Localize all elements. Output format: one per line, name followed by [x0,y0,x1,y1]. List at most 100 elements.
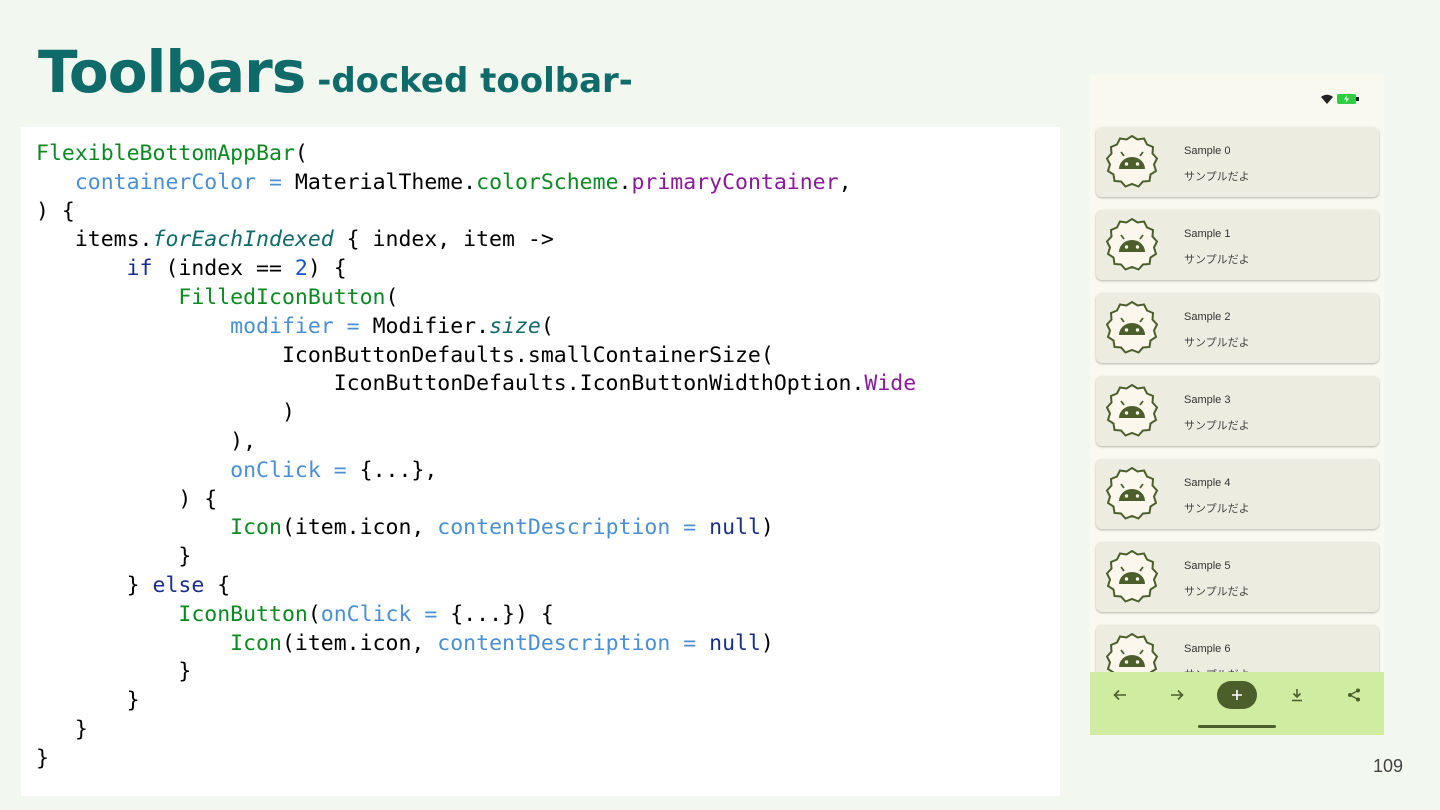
wifi-icon [1321,94,1333,104]
code-line: } [36,658,1060,687]
share-icon [1348,688,1360,702]
code-token: IconButtonDefaults.smallContainerSize( [36,342,774,368]
code-token: onClick [230,457,321,483]
code-token: size [489,313,541,339]
code-token: } [36,688,140,714]
code-token: . [618,169,632,195]
code-line: Icon(item.icon, contentDescription = nul… [36,630,1060,659]
code-token: {...}, [359,457,438,483]
android-badge-icon [1103,133,1161,191]
code-token: MaterialTheme. [294,169,477,195]
code-line: ) { [36,198,1060,227]
gesture-nav-handle[interactable] [1198,725,1276,728]
card-title: Sample 6 [1184,643,1231,655]
code-token: ) [36,400,295,426]
code-line: onClick = {...}, [36,457,1060,486]
code-token: ) { [307,256,347,282]
forward-button[interactable] [1162,680,1192,710]
code-line: FilledIconButton( [36,284,1060,313]
back-button[interactable] [1105,680,1135,710]
code-token: null [709,630,761,656]
arrow-back-icon [1113,689,1126,701]
share-button[interactable] [1339,680,1369,710]
card-title: Sample 5 [1184,560,1231,572]
android-badge-icon [1103,299,1161,357]
card-subtitle: サンプルだよ [1184,585,1250,598]
code-token: modifier [230,313,334,339]
code-token: items. [36,227,153,253]
code-line: ), [36,428,1060,457]
code-token: = [670,630,710,656]
code-token: = [320,457,360,483]
code-token: ), [36,428,257,454]
code-token [36,314,230,339]
download-icon [1292,689,1302,702]
phone-preview: Sample 0 サンプルだよ Sample 1 サンプルだよ Sample 2… [1090,75,1384,735]
card-subtitle: サンプルだよ [1184,170,1250,183]
code-token [36,631,230,656]
code-token: } [36,544,192,570]
list-card[interactable]: Sample 0 サンプルだよ [1096,127,1379,197]
code-token: ( [294,141,308,166]
code-token: = [256,169,295,195]
code-line: IconButtonDefaults.smallContainerSize( [36,342,1060,371]
card-title: Sample 4 [1184,477,1231,489]
code-token: = [333,313,373,339]
code-token: , [838,169,852,195]
android-badge-icon [1103,465,1161,523]
code-token: ) { [36,486,218,512]
code-token: IconButton [178,601,308,627]
code-token [36,458,230,483]
code-token: = [411,601,451,627]
code-token: Modifier. [372,313,490,339]
code-token: contentDescription [437,515,671,541]
code-token: (item.icon, [281,630,438,656]
code-token: else [152,572,205,598]
code-token [36,170,75,195]
code-line: IconButton(onClick = {...}) { [36,601,1060,630]
code-line: } else { [36,572,1060,601]
code-token: } [36,716,88,742]
code-token [36,256,127,281]
code-token: {...}) { [450,601,554,627]
android-badge-icon [1103,382,1161,440]
list-card[interactable]: Sample 5 サンプルだよ [1096,542,1379,612]
code-token: FilledIconButton [178,284,386,310]
code-token: } [36,745,49,771]
code-line: modifier = Modifier.size( [36,313,1060,342]
card-title: Sample 2 [1184,311,1231,323]
code-token: contentDescription [437,630,671,656]
code-token: Icon [230,515,282,541]
code-token: 2 [294,256,308,282]
code-token: Wide [864,371,917,397]
list-card[interactable]: Sample 2 サンプルだよ [1096,293,1379,363]
code-token: ( [385,284,399,310]
code-token: colorScheme [476,169,619,195]
status-bar [1090,75,1384,123]
card-title: Sample 0 [1184,145,1231,157]
code-token [36,285,178,310]
add-wide-button[interactable] [1217,681,1257,709]
code-token: { index, item -> [333,227,554,253]
code-line: } [36,543,1060,572]
code-token: ( [540,313,554,339]
card-title: Sample 1 [1184,228,1231,240]
code-token: ) [760,515,774,541]
code-token: ) { [36,198,75,224]
code-token: ) [760,630,774,656]
code-token: { [204,572,231,598]
code-token: primaryContainer [631,169,839,195]
code-line: } [36,745,1060,774]
code-token: forEachIndexed [152,227,334,253]
list-card[interactable]: Sample 3 サンプルだよ [1096,376,1379,446]
download-button[interactable] [1282,680,1312,710]
code-token: } [36,572,153,598]
battery-charging-icon [1337,94,1359,104]
code-line: ) { [36,486,1060,515]
code-token: ( [307,601,321,627]
list-card[interactable]: Sample 4 サンプルだよ [1096,459,1379,529]
card-subtitle: サンプルだよ [1184,336,1250,349]
add-icon [1232,690,1242,700]
list-card[interactable]: Sample 1 サンプルだよ [1096,210,1379,280]
android-badge-icon [1103,548,1161,606]
